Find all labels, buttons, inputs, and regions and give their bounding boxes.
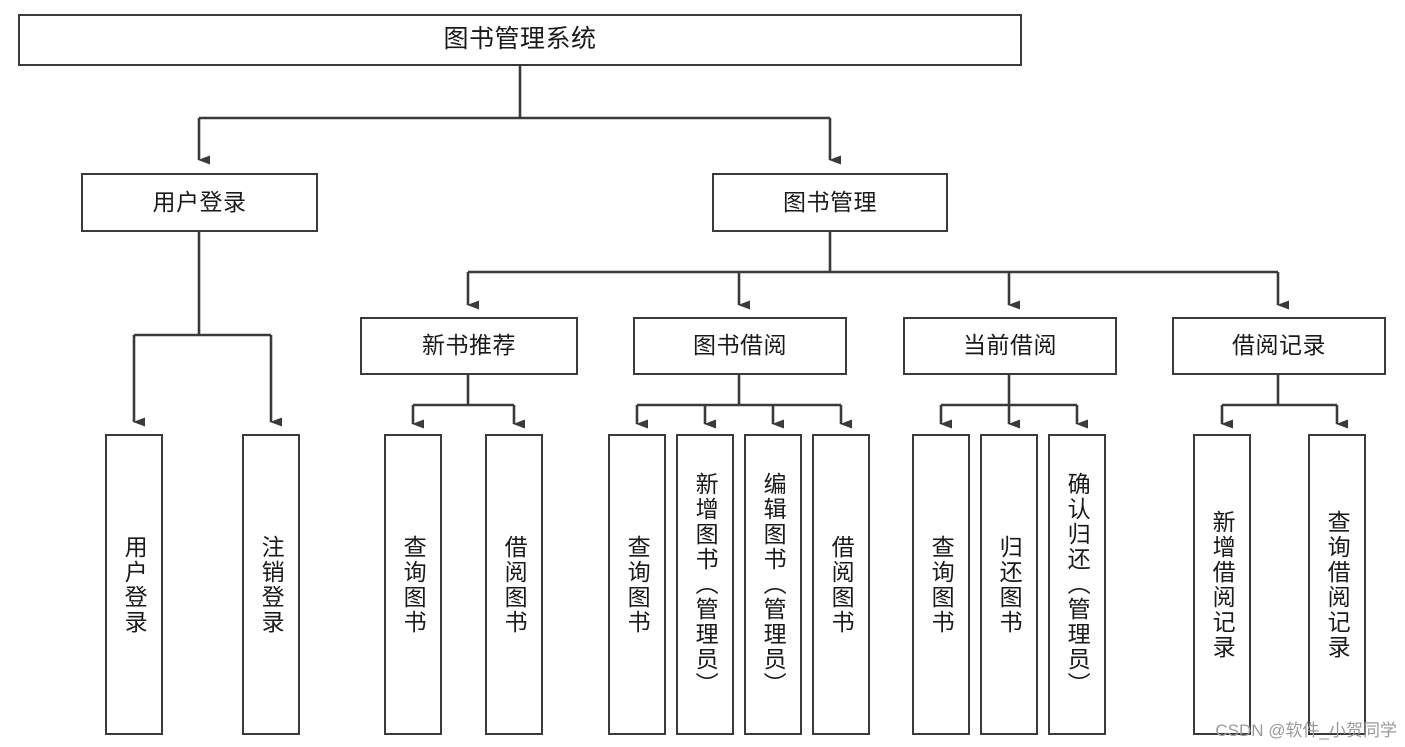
node-leaf-borrow-query-book-label: 查询图书 — [624, 534, 651, 635]
node-current-borrow-label: 当前借阅 — [963, 332, 1057, 359]
node-new-book-recommend[interactable]: 新书推荐 — [360, 317, 578, 375]
node-leaf-new-book-query-label: 查询图书 — [400, 534, 427, 635]
node-book-management-label: 图书管理 — [783, 188, 877, 215]
node-leaf-add-book-admin[interactable]: 新增图书（管理员） — [676, 434, 734, 735]
node-leaf-return-book-label: 归还图书 — [996, 534, 1023, 635]
node-leaf-new-book-borrow[interactable]: 借阅图书 — [485, 434, 543, 735]
node-leaf-borrow-query-book[interactable]: 查询图书 — [608, 434, 666, 735]
node-leaf-borrow-book[interactable]: 借阅图书 — [812, 434, 870, 735]
node-leaf-logout-login-label: 注销登录 — [258, 534, 285, 635]
node-leaf-confirm-return-admin[interactable]: 确认归还（管理员） — [1048, 434, 1106, 735]
node-leaf-add-borrow-record-label: 新增借阅记录 — [1209, 509, 1236, 660]
node-leaf-query-borrow-record[interactable]: 查询借阅记录 — [1308, 434, 1366, 735]
node-leaf-query-borrow-record-label: 查询借阅记录 — [1324, 509, 1351, 660]
node-user-login[interactable]: 用户登录 — [81, 173, 318, 232]
node-user-login-label: 用户登录 — [152, 188, 247, 215]
node-leaf-edit-book-admin-label: 编辑图书（管理员） — [760, 472, 787, 697]
node-book-borrow-label: 图书借阅 — [693, 332, 787, 359]
csdn-watermark: CSDN @软件_小贺同学 — [1215, 721, 1397, 740]
node-leaf-new-book-query[interactable]: 查询图书 — [384, 434, 442, 735]
node-leaf-return-book[interactable]: 归还图书 — [980, 434, 1038, 735]
node-leaf-logout-login[interactable]: 注销登录 — [242, 434, 300, 735]
node-leaf-add-book-admin-label: 新增图书（管理员） — [692, 472, 719, 697]
node-root-system[interactable]: 图书管理系统 — [18, 14, 1022, 66]
node-leaf-current-query-book-label: 查询图书 — [928, 534, 955, 635]
node-leaf-current-query-book[interactable]: 查询图书 — [912, 434, 970, 735]
node-leaf-user-login[interactable]: 用户登录 — [105, 434, 163, 735]
node-borrow-record[interactable]: 借阅记录 — [1172, 317, 1386, 375]
node-book-management[interactable]: 图书管理 — [712, 173, 948, 232]
node-root-system-label: 图书管理系统 — [443, 25, 597, 54]
node-leaf-user-login-label: 用户登录 — [121, 534, 148, 635]
node-leaf-confirm-return-admin-label: 确认归还（管理员） — [1064, 472, 1091, 697]
node-leaf-add-borrow-record[interactable]: 新增借阅记录 — [1193, 434, 1251, 735]
node-leaf-borrow-book-label: 借阅图书 — [828, 534, 855, 635]
node-borrow-record-label: 借阅记录 — [1232, 332, 1326, 359]
node-leaf-new-book-borrow-label: 借阅图书 — [501, 534, 528, 635]
node-current-borrow[interactable]: 当前借阅 — [903, 317, 1117, 375]
node-new-book-recommend-label: 新书推荐 — [422, 332, 516, 359]
node-book-borrow[interactable]: 图书借阅 — [633, 317, 847, 375]
node-leaf-edit-book-admin[interactable]: 编辑图书（管理员） — [744, 434, 802, 735]
